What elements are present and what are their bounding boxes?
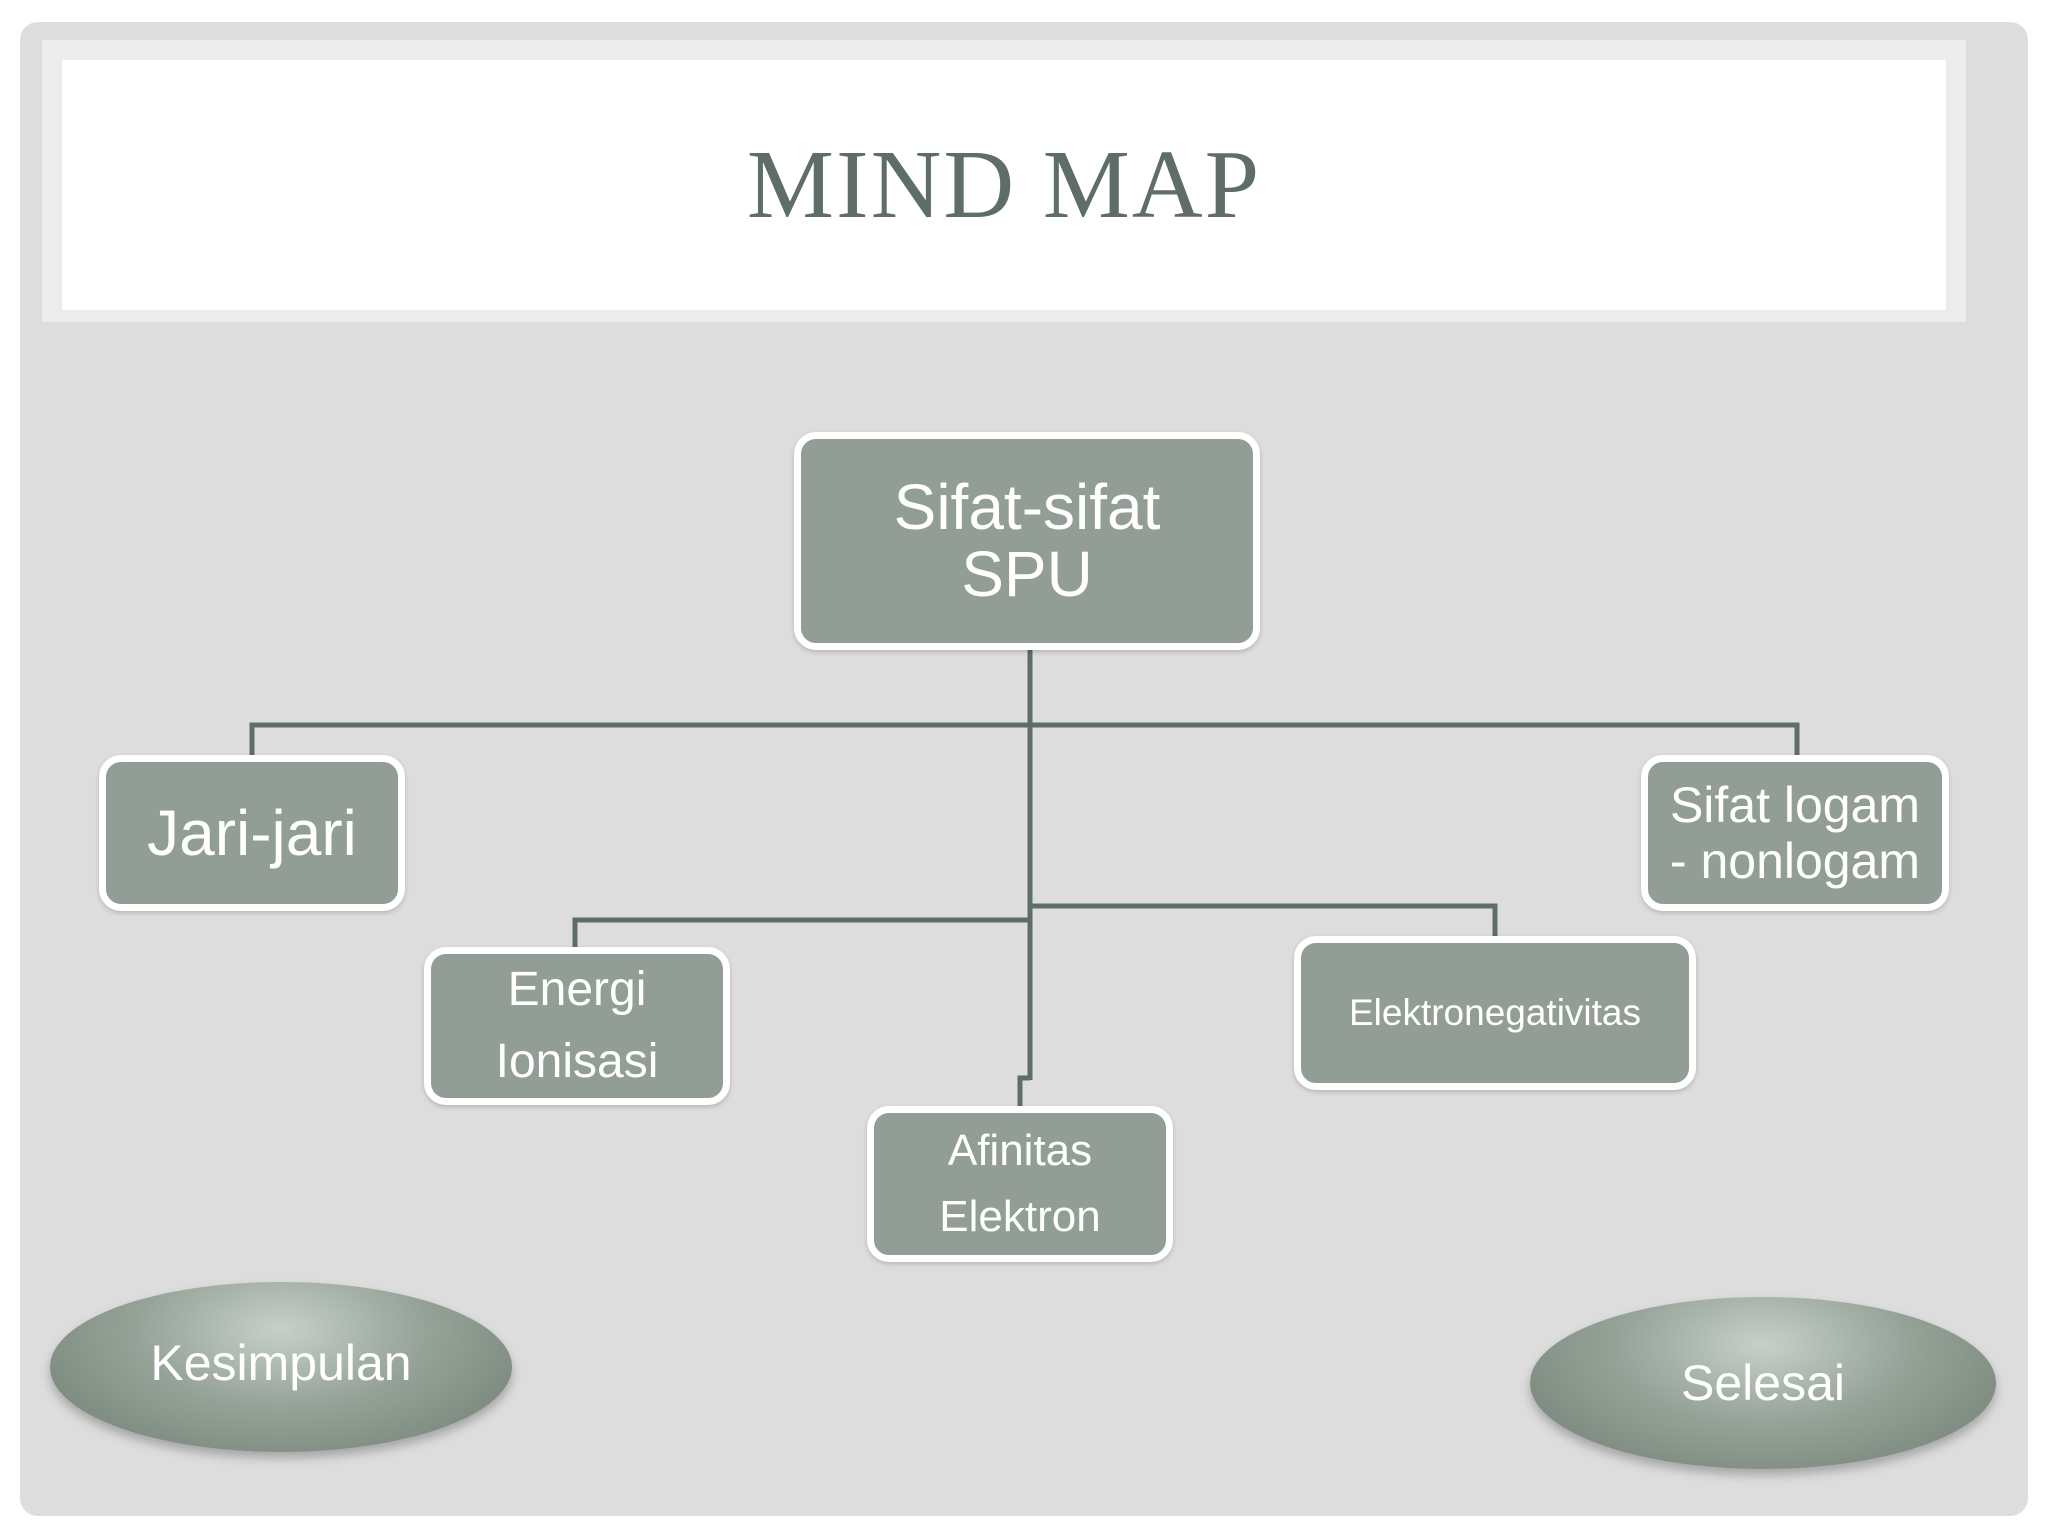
connector-elektronegativitas xyxy=(1030,903,1498,940)
selesai-button-label: Selesai xyxy=(1681,1355,1845,1411)
node-afinitas-elektron: Afinitas Elektron xyxy=(867,1106,1173,1262)
node-elektronegativitas: Elektronegativitas xyxy=(1294,936,1696,1090)
node-jari-jari-label: Jari-jari xyxy=(147,797,357,869)
connector-energi-ionisasi xyxy=(572,917,1030,950)
kesimpulan-button[interactable]: Kesimpulan xyxy=(50,1282,512,1452)
kesimpulan-button-label: Kesimpulan xyxy=(150,1335,412,1391)
node-energi-ionisasi: Energi Ionisasi xyxy=(424,947,730,1105)
connector-sifat-logam xyxy=(1030,722,1800,760)
node-afinitas-elektron-label: Afinitas Elektron xyxy=(939,1126,1101,1241)
slide-title: MIND MAP xyxy=(746,131,1262,239)
node-jari-jari: Jari-jari xyxy=(99,755,405,911)
node-sifat-logam-nonlogam: Sifat logam - nonlogam xyxy=(1641,755,1949,911)
node-energi-ionisasi-label: Energi Ionisasi xyxy=(495,963,659,1088)
title-box: MIND MAP xyxy=(62,60,1946,310)
node-sifat-sifat-spu-label: Sifat-sifat SPU xyxy=(893,470,1161,610)
selesai-button[interactable]: Selesai xyxy=(1530,1297,1996,1469)
node-sifat-logam-nonlogam-label: Sifat logam - nonlogam xyxy=(1669,777,1921,889)
node-sifat-sifat-spu: Sifat-sifat SPU xyxy=(794,432,1260,650)
node-elektronegativitas-label: Elektronegativitas xyxy=(1348,992,1642,1033)
connector-afinitas-elektron xyxy=(1017,1075,1030,1110)
connector-jari-jari xyxy=(249,722,1030,760)
